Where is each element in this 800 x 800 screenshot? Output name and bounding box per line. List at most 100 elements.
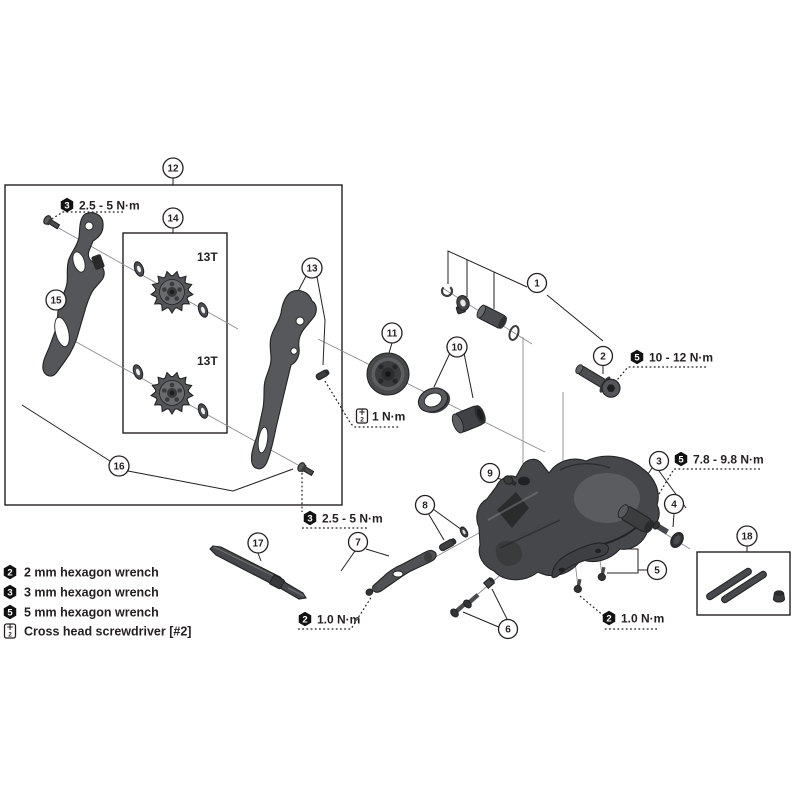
axle-cylinder (476, 304, 507, 329)
svg-text:6: 6 (505, 625, 511, 636)
snap-ring (440, 284, 454, 298)
o-ring (508, 325, 520, 341)
svg-text:7.8 - 9.8 N·m: 7.8 - 9.8 N·m (693, 453, 764, 467)
hex-wrench-icon: 2 (3, 564, 17, 580)
legend-item-3: + 2 Cross head screwdriver [#2] (3, 623, 191, 639)
hex-wrench-icon: 5 (674, 451, 688, 467)
callout-connector-lines (21, 178, 748, 629)
callout-15: 15 (45, 289, 67, 311)
torque-label-stopper-pin: + 2 1 N·m (355, 408, 405, 424)
guide-pulley (150, 270, 194, 315)
callout-18: 18 (736, 525, 758, 547)
callout-8: 8 (414, 494, 436, 516)
svg-text:5: 5 (678, 454, 684, 465)
callout-4: 4 (663, 493, 685, 515)
svg-text:2: 2 (302, 614, 307, 625)
bracket-plate (372, 549, 437, 593)
svg-text:3: 3 (7, 587, 12, 598)
axle-unit-parts (440, 284, 520, 341)
bushing-ring (417, 387, 451, 414)
svg-text:1: 1 (534, 279, 540, 290)
callout-13: 13 (301, 257, 323, 279)
skid-plate-screw-left (573, 578, 582, 593)
svg-text:Cross head screwdriver [#2]: Cross head screwdriver [#2] (24, 625, 191, 639)
callout-9: 9 (479, 462, 501, 484)
hex-wrench-icon: 3 (303, 510, 317, 526)
svg-text:1 N·m: 1 N·m (372, 410, 405, 424)
svg-text:+: + (358, 408, 366, 418)
callout-6: 6 (497, 618, 519, 640)
torque-label-cage-bolt-upper: 3 2.5 - 5 N·m (60, 197, 140, 213)
svg-text:9: 9 (487, 469, 493, 480)
svg-text:16: 16 (113, 462, 125, 473)
svg-text:2.5 - 5 N·m: 2.5 - 5 N·m (322, 512, 383, 526)
svg-text:2: 2 (7, 567, 12, 578)
svg-text:8: 8 (422, 501, 428, 512)
svg-text:1.0 N·m: 1.0 N·m (621, 612, 664, 626)
svg-text:10: 10 (451, 343, 463, 354)
hex-wrench-icon: 5 (3, 604, 17, 620)
svg-text:15: 15 (50, 296, 62, 307)
cage-bolt-upper (43, 215, 61, 230)
small-parts-box (696, 551, 791, 616)
link-pin-washer (459, 526, 469, 538)
legend-item-1: 3 3 mm hexagon wrench (3, 584, 159, 600)
tool-legend: 2 2 mm hexagon wrench 3 3 mm hexagon wre… (3, 564, 191, 639)
svg-text:3: 3 (64, 200, 69, 211)
svg-text:2: 2 (360, 417, 364, 424)
pulley-set-box (122, 232, 228, 434)
svg-text:2.5 - 5 N·m: 2.5 - 5 N·m (79, 199, 140, 213)
svg-text:14: 14 (167, 214, 179, 225)
svg-text:10 - 12 N·m: 10 - 12 N·m (649, 351, 713, 365)
cross-head-screwdriver-icon: + 2 (3, 623, 17, 639)
svg-text:4: 4 (671, 500, 677, 511)
cage-bolt-lower (297, 462, 315, 477)
axle-bushing (617, 504, 654, 534)
cross-head-screwdriver-icon: + 2 (355, 408, 369, 424)
callout-11: 11 (381, 322, 403, 344)
torque-label-plate-screw: 2 1.0 N·m (602, 610, 664, 626)
stop-bolt (652, 521, 669, 535)
legend-item-2: 5 5 mm hexagon wrench (3, 604, 159, 620)
bracket-screw (365, 585, 378, 596)
callout-10: 10 (446, 336, 468, 358)
callout-2: 2 (592, 345, 614, 367)
svg-text:2 mm hexagon wrench: 2 mm hexagon wrench (24, 566, 159, 580)
hex-wrench-icon: 5 (630, 349, 644, 365)
skid-plate (551, 542, 610, 579)
callout-17: 17 (247, 532, 269, 554)
adjust-screw (503, 475, 518, 487)
link-pin (438, 538, 457, 552)
svg-text:3 mm hexagon wrench: 3 mm hexagon wrench (24, 586, 159, 600)
torque-label-bracket-screw: 2 1.0 N·m (298, 611, 360, 627)
skid-plate-screw-right (597, 566, 606, 581)
svg-text:3: 3 (656, 457, 662, 468)
inner-cage-plate (42, 212, 105, 377)
pulley-washers (132, 261, 209, 419)
svg-text:18: 18 (741, 532, 753, 543)
svg-text:5: 5 (634, 352, 640, 363)
torque-label-axle-unit: 5 7.8 - 9.8 N·m (674, 451, 764, 467)
callout-3: 3 (648, 450, 670, 472)
svg-text:5 mm hexagon wrench: 5 mm hexagon wrench (24, 606, 159, 620)
end-cap (772, 590, 786, 603)
core-disc (366, 352, 410, 396)
svg-text:2: 2 (600, 352, 606, 363)
svg-text:12: 12 (167, 164, 179, 175)
callout-16: 16 (108, 455, 130, 477)
callout-14: 14 (162, 207, 184, 229)
bushing-cylinder (451, 405, 486, 434)
legend-item-0: 2 2 mm hexagon wrench (3, 564, 159, 580)
hex-wrench-icon: 2 (602, 610, 616, 626)
callout-1: 1 (526, 272, 548, 294)
hex-wrench-icon: 3 (60, 197, 74, 213)
svg-text:13: 13 (306, 264, 318, 275)
hex-wrench-icon: 3 (3, 584, 17, 600)
svg-text:11: 11 (387, 329, 398, 340)
mount-bolt (575, 364, 621, 398)
blade-tool (209, 545, 307, 600)
callout-7: 7 (347, 531, 369, 553)
svg-text:17: 17 (252, 539, 264, 550)
